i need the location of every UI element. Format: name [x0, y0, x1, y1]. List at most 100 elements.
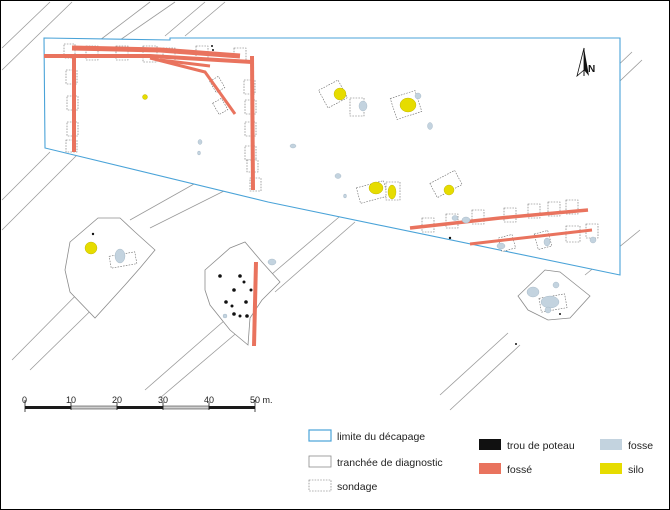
- sondage: [244, 121, 257, 137]
- sondage: [244, 145, 257, 161]
- scale-label: 40: [204, 395, 214, 405]
- trench-band: [449, 344, 521, 411]
- fosse-pit: [358, 100, 368, 112]
- silo: [399, 97, 417, 113]
- fosse-ditch: [71, 45, 241, 59]
- silo: [84, 241, 98, 255]
- fosse-ditch: [149, 56, 237, 115]
- legend-label-poteau: trou de poteau: [507, 440, 575, 452]
- fosse-ditch: [159, 58, 211, 68]
- fosse-pit: [552, 281, 560, 289]
- legend-label-fosse: fosse: [628, 440, 653, 452]
- post-hole: [559, 313, 561, 315]
- post-hole: [249, 288, 253, 292]
- fosse-pit: [343, 193, 347, 199]
- sondage: [429, 169, 463, 199]
- post-hole: [212, 49, 214, 51]
- post-hole: [224, 300, 228, 304]
- post-hole: [238, 314, 242, 318]
- legend-swatch-fosse-ditch: [479, 463, 501, 474]
- fosse-pit: [427, 122, 433, 130]
- legend-swatch-silo: [600, 463, 622, 474]
- trench-band: [119, 1, 176, 41]
- scale-segment: [162, 405, 210, 410]
- scale-segment: [117, 406, 163, 409]
- post-hole: [211, 45, 213, 47]
- trench-band: [264, 211, 346, 281]
- trench-band: [184, 1, 226, 37]
- trench-band: [159, 329, 241, 399]
- post-hole: [232, 288, 236, 292]
- scale-label: 50 m.: [250, 395, 273, 405]
- fosse-pit: [414, 92, 422, 100]
- fosse-pit: [334, 173, 342, 179]
- post-hole: [244, 300, 248, 304]
- fosse-pit: [197, 139, 203, 145]
- post-hole: [91, 232, 95, 236]
- extension-area-east: [517, 269, 591, 321]
- silo: [387, 184, 397, 200]
- legend-label-fosse-ditch: fossé: [507, 464, 532, 476]
- legend-swatch-sondage: [308, 479, 332, 492]
- fosse-pit: [589, 236, 597, 244]
- extension-area-center: [204, 241, 281, 346]
- sondage: [65, 139, 78, 153]
- sondage: [65, 69, 78, 85]
- fosse-pit: [197, 150, 201, 156]
- post-hole: [515, 343, 517, 345]
- scale-segment: [25, 406, 71, 409]
- scale-segment: [70, 405, 118, 410]
- legend-swatch-tranchee: [308, 455, 332, 468]
- trench-band: [144, 319, 226, 391]
- north-label: N: [588, 64, 595, 75]
- trench-band: [1, 1, 73, 71]
- trench-band: [439, 332, 509, 396]
- scale-segment: [209, 406, 255, 409]
- fosse-pit: [289, 143, 297, 149]
- legend-label-decapage: limite du décapage: [337, 431, 425, 443]
- scale-label: 30: [158, 395, 168, 405]
- post-hole: [242, 280, 246, 284]
- fosse-pit: [461, 216, 471, 224]
- sondage: [243, 79, 256, 95]
- fosse-ditch: [409, 208, 589, 230]
- sondage: [249, 177, 262, 192]
- scale-label: 10: [66, 395, 76, 405]
- scale-bar: 0 10 20 30 40 50 m.: [22, 395, 273, 412]
- post-hole: [448, 236, 452, 240]
- legend: limite du décapage tranchée de diagnosti…: [308, 429, 653, 493]
- sondage: [212, 97, 229, 115]
- fosse-pit: [267, 258, 277, 266]
- post-hole: [245, 314, 249, 318]
- legend-swatch-poteau: [479, 439, 501, 450]
- post-hole: [230, 304, 234, 308]
- fosse-pit: [544, 306, 552, 314]
- trench-band: [1, 1, 51, 49]
- trench-band: [164, 1, 206, 37]
- post-holes: [91, 45, 561, 345]
- fosse-pit: [540, 295, 560, 309]
- trench-band: [274, 221, 356, 293]
- trench-band: [1, 151, 51, 201]
- fosse-pit: [451, 215, 459, 221]
- fosse-pit: [496, 242, 506, 250]
- trench-band: [149, 187, 231, 229]
- silos: [84, 87, 455, 255]
- fosse-ditch: [252, 261, 258, 347]
- fosse-pits: [114, 92, 597, 319]
- fosse-ditch: [44, 54, 253, 64]
- scale-label: 20: [112, 395, 122, 405]
- legend-swatch-fosse: [600, 439, 622, 450]
- fosse-pit: [543, 237, 551, 247]
- post-hole: [238, 274, 242, 278]
- trench-band: [1, 151, 81, 231]
- extension-area-west: [64, 217, 156, 319]
- fosse-pit: [526, 286, 540, 298]
- legend-label-sondage: sondage: [337, 481, 377, 493]
- fosse-pit: [114, 248, 126, 264]
- scale-label: 0: [22, 395, 27, 405]
- north-arrow: N: [576, 47, 595, 78]
- fosse-ditches: [44, 45, 593, 347]
- post-hole: [232, 312, 236, 316]
